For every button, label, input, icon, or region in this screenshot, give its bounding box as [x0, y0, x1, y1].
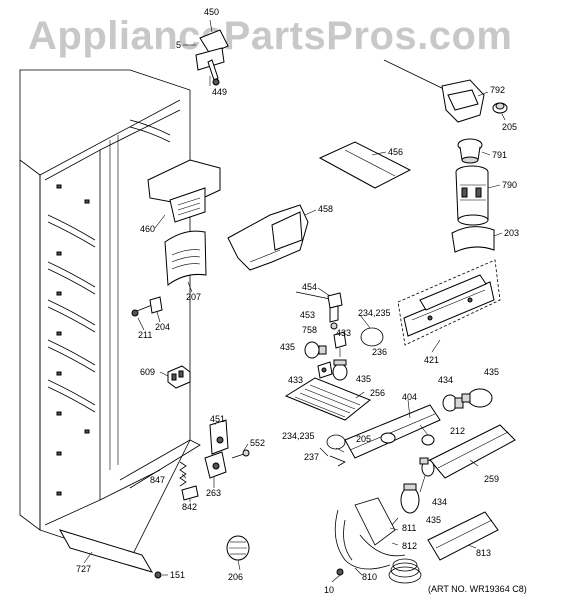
callout-435b: 435: [356, 374, 371, 384]
filter-cover-203: [451, 226, 495, 253]
callout-labels: 450 5 449 792 205 456 791 790 460 458 20…: [76, 7, 519, 595]
screw-552: [231, 449, 250, 459]
light-cover-404: [344, 404, 441, 459]
wire-harness-454: [295, 291, 343, 330]
fresh-food-liner: [19, 69, 201, 561]
callout-10: 10: [324, 585, 334, 595]
callout-758: 758: [302, 325, 317, 335]
callout-207: 207: [186, 292, 201, 302]
filter-cartridge-790: [455, 165, 489, 226]
screw-151: [154, 571, 162, 579]
callout-454: 454: [302, 282, 317, 292]
callout-552: 552: [250, 438, 265, 448]
callout-435d: 435: [426, 515, 441, 525]
light-socket-433a: [333, 331, 347, 357]
gasket-236: [360, 327, 384, 347]
callout-435c: 435: [484, 367, 499, 377]
callout-451: 451: [210, 414, 225, 424]
thermistor-204: [131, 296, 163, 317]
callout-433a: 433: [336, 328, 351, 338]
hinge-bracket-450: [183, 29, 229, 86]
light-socket-433b: [317, 361, 333, 379]
callout-263: 263: [206, 488, 221, 498]
light-lens-256: [284, 377, 371, 421]
callout-206: 206: [228, 572, 243, 582]
art-number: (ART NO. WR19364 C8): [428, 584, 527, 594]
watermark-text: AppliancePartsPros.com: [28, 14, 513, 58]
light-bulb-435c: [461, 388, 493, 408]
bottom-cover-727: [58, 529, 154, 573]
callout-791: 791: [492, 150, 507, 160]
callout-236: 236: [372, 347, 387, 357]
light-housing-421: [397, 259, 501, 346]
grille-206: [226, 535, 250, 561]
callout-609: 609: [140, 367, 155, 377]
callout-460: 460: [140, 224, 155, 234]
callout-259: 259: [484, 474, 499, 484]
callout-204: 204: [155, 322, 170, 332]
clip-842: [181, 485, 199, 501]
tank-cover-813: [427, 511, 499, 561]
callout-205b: 205: [356, 434, 371, 444]
callout-433b: 433: [288, 375, 303, 385]
callout-234-235b: 234,235: [282, 431, 315, 441]
callout-449: 449: [212, 87, 227, 97]
callout-234-235a: 234,235: [358, 308, 391, 318]
light-bulb-435d: [400, 483, 420, 514]
light-cover-259: [429, 424, 516, 479]
callout-212: 212: [450, 426, 465, 436]
callout-434b: 434: [432, 497, 447, 507]
grommet-205: [380, 432, 396, 444]
leader-lines: [83, 19, 506, 583]
callout-434a: 434: [438, 375, 453, 385]
callout-203: 203: [504, 228, 519, 238]
light-bulb-435b: [332, 359, 348, 381]
callout-453: 453: [300, 310, 315, 320]
callout-450: 450: [204, 7, 219, 17]
callout-458: 458: [318, 204, 333, 214]
callout-237: 237: [304, 452, 319, 462]
callout-810: 810: [362, 572, 377, 582]
duct-cover-207: [164, 230, 207, 286]
gasket-234-235: [326, 434, 346, 450]
callout-792: 792: [490, 85, 505, 95]
callout-5: 5: [176, 40, 181, 50]
callout-435a: 435: [280, 342, 295, 352]
air-duct-460: [147, 159, 221, 223]
callout-727: 727: [76, 564, 91, 574]
bracket-263: [204, 451, 227, 479]
callout-421: 421: [424, 355, 439, 365]
callout-842: 842: [182, 502, 197, 512]
connector-609: [167, 365, 191, 389]
callout-256: 256: [370, 388, 385, 398]
callout-211: 211: [138, 330, 152, 340]
callout-205a: 205: [502, 122, 517, 132]
callout-847: 847: [150, 475, 165, 485]
liner-screws: [56, 184, 90, 496]
callout-151: 151: [170, 570, 185, 580]
damper-housing-458: [227, 204, 309, 271]
callout-813: 813: [476, 548, 491, 558]
callout-790: 790: [502, 180, 517, 190]
spring-847: [179, 461, 187, 487]
callout-811: 811: [402, 523, 416, 533]
light-bulb-435a: [304, 341, 327, 359]
water-filter-head-792: [383, 59, 508, 123]
light-socket-434b: [419, 457, 435, 477]
callout-404: 404: [402, 392, 417, 402]
spring-clip-237: [329, 455, 346, 467]
filter-cap-791: [457, 138, 483, 164]
grommet-212: [421, 434, 435, 446]
callout-456: 456: [388, 147, 403, 157]
shelf-rails: [47, 119, 171, 413]
light-socket-434a: [442, 394, 464, 412]
light-shield-456: [318, 141, 412, 189]
bracket-451: [209, 419, 229, 455]
callout-812: 812: [402, 541, 417, 551]
